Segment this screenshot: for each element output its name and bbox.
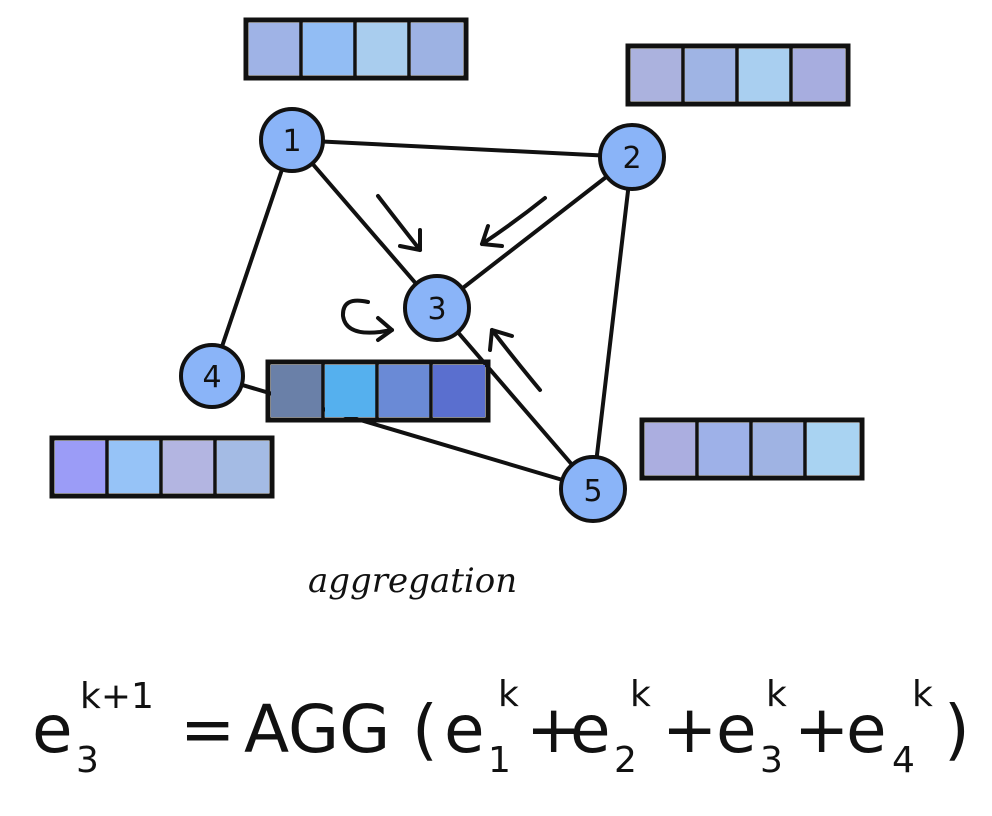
edge-2-5 [591, 155, 634, 491]
node-label: 5 [583, 474, 602, 509]
equation-term-superscript: k [498, 674, 519, 715]
arrow-from-node-5 [490, 328, 542, 392]
equation-term-superscript: k [766, 674, 787, 715]
vector-cell [793, 49, 845, 101]
equation-term-base: e [846, 691, 887, 768]
edge-1-2 [290, 138, 634, 159]
vector-cell [303, 23, 355, 75]
equation-term-base: e [716, 691, 757, 768]
vector-cell [271, 365, 323, 417]
node-label: 3 [427, 292, 446, 327]
equation-lhs-superscript: k+1 [80, 676, 154, 717]
edge-1-4 [210, 138, 294, 378]
node-label: 1 [282, 124, 301, 159]
equation-term-superscript: k [912, 674, 933, 715]
equation-lhs-base: e [32, 691, 73, 768]
arrow-from-node-2-head [480, 224, 504, 248]
vector-cell [249, 23, 301, 75]
equation-plus: + [794, 691, 849, 768]
arrow-from-node-1-head [398, 228, 422, 252]
node-circle [179, 343, 245, 409]
feature-vector-node-2 [625, 43, 851, 107]
vector-cell [753, 423, 805, 475]
vector-cell [631, 49, 683, 101]
feature-vector-node-4 [49, 435, 275, 499]
self-loop-arrow-head [376, 316, 394, 342]
vector-cell [433, 365, 485, 417]
equation-close-paren: ) [944, 691, 970, 768]
node-1: 1 [259, 107, 325, 173]
equation: e 3 k+1 = AGG ( e 1 k + e 2 k + e 3 k + … [32, 674, 970, 781]
self-loop-arrow [340, 298, 394, 335]
feature-vector-node-3 [265, 359, 491, 423]
equation-term-subscript: 3 [760, 740, 783, 781]
arrow-from-node-2 [480, 196, 547, 246]
vector-cell [357, 23, 409, 75]
node-circle [559, 455, 627, 523]
vector-cell [807, 423, 859, 475]
feature-vector-node-5 [639, 417, 865, 481]
node-circle [598, 123, 666, 191]
equation-plus: + [662, 691, 717, 768]
vector-cell [699, 423, 751, 475]
edge-1-3 [290, 138, 439, 310]
vector-cell [217, 441, 269, 493]
equation-term-subscript: 1 [488, 740, 511, 781]
equation-term-base: e [444, 691, 485, 768]
node-circle [259, 107, 325, 173]
equation-term-superscript: k [630, 674, 651, 715]
vector-cell [163, 441, 215, 493]
edge-3-5 [435, 306, 595, 491]
vector-cell [739, 49, 791, 101]
equation-term-subscript: 4 [892, 740, 915, 781]
node-5: 5 [559, 455, 627, 523]
message-arrows [340, 194, 547, 392]
node-label: 4 [202, 360, 221, 395]
vector-cell [55, 441, 107, 493]
equation-term-subscript: 2 [614, 740, 637, 781]
caption: aggregation [308, 561, 517, 601]
node-circle [403, 274, 471, 342]
edge-2-3 [435, 155, 634, 310]
node-4: 4 [179, 343, 245, 409]
vector-cell [109, 441, 161, 493]
equation-open-paren: ( [412, 691, 438, 768]
equation-equals: = [180, 691, 235, 768]
vector-cell [379, 365, 431, 417]
node-label: 2 [622, 141, 641, 176]
equation-lhs-subscript: 3 [76, 740, 99, 781]
equation-plus: + [526, 691, 581, 768]
node-2: 2 [598, 123, 666, 191]
arrow-from-node-1 [376, 194, 422, 252]
node-3: 3 [403, 274, 471, 342]
vector-cell [685, 49, 737, 101]
vector-cell [325, 365, 377, 417]
arrow-from-node-5-head [488, 328, 514, 352]
vector-cell [411, 23, 463, 75]
equation-function: AGG [244, 691, 390, 768]
equation-term-base: e [570, 691, 611, 768]
feature-vector-node-1 [243, 17, 469, 81]
vector-cell [645, 423, 697, 475]
